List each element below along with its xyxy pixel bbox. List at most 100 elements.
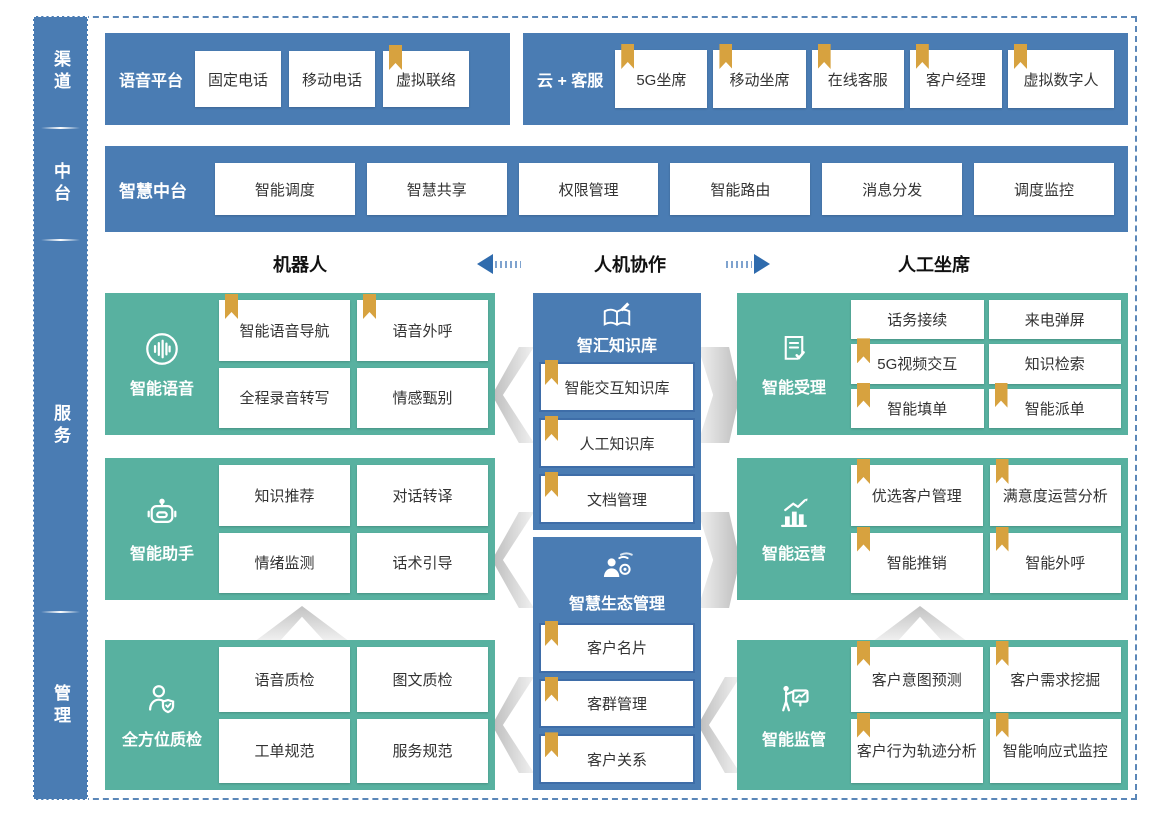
feature-item: 智能推销 bbox=[851, 526, 983, 593]
bookmark-icon bbox=[857, 338, 870, 364]
item-label: 语音外呼 bbox=[392, 322, 453, 340]
feature-item: 智能外呼 bbox=[989, 526, 1121, 593]
panel-title: 云 + 客服 bbox=[537, 73, 604, 90]
item-label: 客户名片 bbox=[586, 640, 647, 658]
bookmark-icon bbox=[719, 44, 733, 69]
panel-smart-middle: 智慧中台 智能调度 智慧共享 权限管理 智能路由 消息分发 调度监控 bbox=[105, 146, 1128, 232]
bookmark-icon bbox=[817, 44, 831, 69]
block-smart-assistant: 智能助手 知识推荐 对话转译 情绪监测 话术引导 bbox=[105, 458, 495, 600]
block-knowledge-hub: 智汇知识库 智能交互知识库 人工知识库 文档管理 bbox=[533, 293, 701, 530]
bookmark-icon bbox=[545, 472, 558, 497]
item-label: 满意度运营分析 bbox=[1002, 487, 1108, 505]
feature-item: 图文质检 bbox=[357, 647, 488, 712]
sidebar-section-channel: 渠道 bbox=[34, 17, 87, 127]
bookmark-icon bbox=[857, 459, 870, 484]
presenter-board-icon bbox=[775, 681, 813, 719]
item-label: 话务接续 bbox=[887, 312, 948, 330]
bookmark-icon bbox=[857, 526, 870, 552]
item-label: 客户经理 bbox=[925, 71, 986, 89]
bookmark-icon bbox=[995, 641, 1009, 666]
item-label: 智能语音导航 bbox=[239, 322, 330, 340]
item-grid: 知识推荐 对话转译 情绪监测 话术引导 bbox=[219, 465, 488, 593]
item-label: 服务规范 bbox=[392, 743, 453, 761]
item-label: 调度监控 bbox=[1014, 181, 1075, 199]
quality-inspector-icon bbox=[143, 681, 181, 719]
channel-item: 客户经理 bbox=[909, 44, 1002, 108]
feature-item: 智能填单 bbox=[851, 382, 984, 428]
item-label: 5G坐席 bbox=[636, 71, 687, 89]
feature-item: 语音质检 bbox=[219, 647, 350, 712]
feature-item: 知识推荐 bbox=[219, 465, 350, 526]
bookmark-icon bbox=[545, 732, 558, 758]
item-grid: 优选客户管理 满意度运营分析 智能推销 智能外呼 bbox=[851, 459, 1121, 593]
item-grid: 话务接续 来电弹屏 5G视频交互 知识检索 智能填单 智能派单 bbox=[851, 300, 1121, 428]
feature-item: 全程录音转写 bbox=[219, 367, 350, 428]
arrow-right-icon bbox=[726, 254, 770, 274]
feature-item: 客户意图预测 bbox=[851, 641, 983, 712]
item-grid: 客户意图预测 客户需求挖掘 客户行为轨迹分析 智能响应式监控 bbox=[851, 641, 1121, 783]
item-label: 知识检索 bbox=[1024, 356, 1085, 374]
block-header: 智能语音 bbox=[112, 300, 212, 428]
bookmark-icon bbox=[545, 416, 558, 441]
block-title: 智慧生态管理 bbox=[568, 595, 665, 613]
feature-item: 优选客户管理 bbox=[851, 459, 983, 526]
block-header: 智汇知识库 bbox=[539, 299, 695, 356]
bookmark-icon bbox=[995, 712, 1009, 738]
header-human-agent: 人工坐席 bbox=[898, 255, 970, 275]
item-label: 消息分发 bbox=[862, 181, 923, 199]
voice-wave-icon bbox=[143, 330, 181, 368]
feature-item: 客户名片 bbox=[539, 621, 695, 673]
layer-sidebar: 渠道 中台 服务 管理 bbox=[33, 16, 88, 800]
item-label: 图文质检 bbox=[392, 671, 453, 689]
item-label: 智能推销 bbox=[886, 555, 947, 573]
item-label: 客户关系 bbox=[586, 751, 647, 769]
feature-item: 客群管理 bbox=[539, 676, 695, 729]
block-title: 智汇知识库 bbox=[576, 338, 657, 355]
bookmark-icon bbox=[915, 44, 929, 69]
item-label: 智能派单 bbox=[1024, 400, 1085, 418]
bookmark-icon bbox=[363, 294, 376, 319]
block-header: 智能运营 bbox=[744, 465, 844, 593]
bookmark-icon bbox=[225, 294, 238, 319]
channel-item: 固定电话 bbox=[195, 51, 282, 107]
block-smart-ecosystem: 智慧生态管理 客户名片 客群管理 客户关系 bbox=[533, 537, 701, 790]
feature-item: 情绪监测 bbox=[219, 532, 350, 593]
feature-item: 智能语音导航 bbox=[219, 294, 350, 361]
item-row: 5G坐席 移动坐席 在线客服 客户经理 虚拟数字人 bbox=[615, 44, 1115, 108]
item-label: 智能填单 bbox=[887, 400, 948, 418]
channel-item: 5G坐席 bbox=[615, 44, 708, 108]
sidebar-label: 管理 bbox=[51, 684, 70, 728]
item-label: 智能交互知识库 bbox=[564, 379, 670, 397]
block-quality-inspection: 全方位质检 语音质检 图文质检 工单规范 服务规范 bbox=[105, 640, 495, 790]
channel-item: 移动坐席 bbox=[713, 44, 806, 108]
item-label: 虚拟数字人 bbox=[1023, 71, 1099, 89]
robot-icon bbox=[143, 495, 181, 533]
arrow-head bbox=[754, 254, 770, 274]
block-smart-supervision: 智能监管 客户意图预测 客户需求挖掘 客户行为轨迹分析 智能响应式监控 bbox=[737, 640, 1128, 790]
item-label: 客群管理 bbox=[586, 696, 647, 713]
channel-item: 虚拟联络 bbox=[383, 45, 470, 107]
bookmark-icon bbox=[857, 641, 870, 666]
block-title: 智能受理 bbox=[761, 379, 826, 397]
item-label: 来电弹屏 bbox=[1024, 312, 1085, 330]
block-header: 智慧生态管理 bbox=[539, 543, 695, 617]
item-label: 对话转译 bbox=[392, 487, 453, 505]
item-label: 客户需求挖掘 bbox=[1010, 671, 1101, 689]
feature-item: 情感甄别 bbox=[357, 367, 488, 428]
item-label: 工单规范 bbox=[254, 743, 315, 761]
item-label: 情绪监测 bbox=[254, 555, 315, 573]
feature-item: 客户需求挖掘 bbox=[989, 641, 1121, 712]
block-title: 智能运营 bbox=[761, 545, 826, 563]
sidebar-label: 渠道 bbox=[51, 50, 70, 94]
ecosystem-person-icon bbox=[597, 547, 637, 587]
item-label: 智能外呼 bbox=[1025, 555, 1086, 573]
middle-item: 智能调度 bbox=[215, 163, 355, 215]
item-row: 固定电话 移动电话 虚拟联络 bbox=[195, 45, 496, 107]
item-label: 智能响应式监控 bbox=[1002, 743, 1108, 761]
bookmark-icon bbox=[994, 382, 1008, 408]
item-label: 固定电话 bbox=[208, 71, 269, 89]
item-label: 优选客户管理 bbox=[871, 487, 962, 505]
middle-item: 智慧共享 bbox=[366, 163, 507, 215]
feature-item: 智能响应式监控 bbox=[989, 712, 1121, 783]
